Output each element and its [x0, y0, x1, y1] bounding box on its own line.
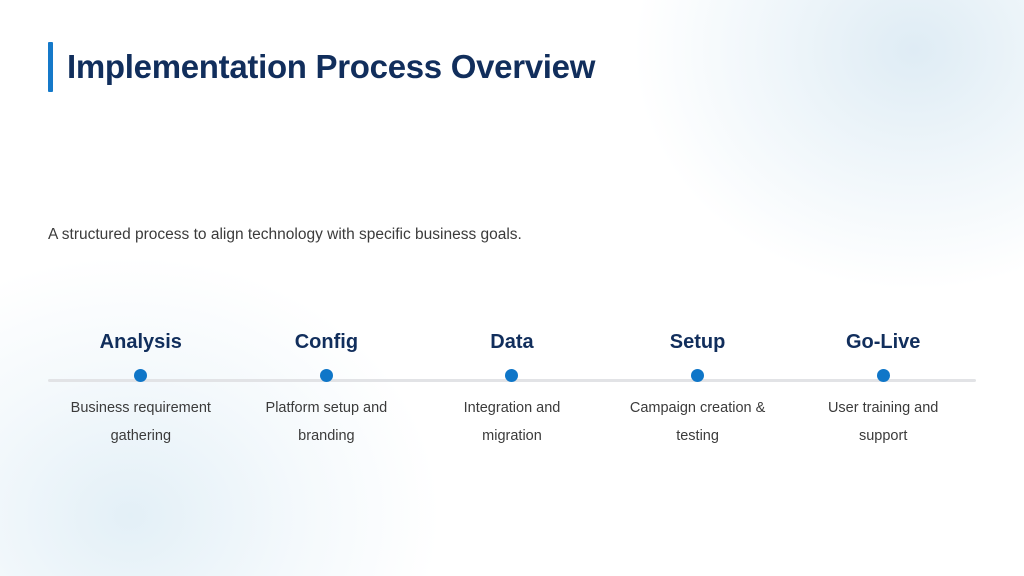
- process-timeline: Analysis Business requirement gathering …: [48, 330, 976, 460]
- step-description: Business requirement gathering: [70, 400, 211, 444]
- timeline-step[interactable]: Data Integration and migration: [419, 330, 605, 450]
- timeline-step[interactable]: Setup Campaign creation & testing: [605, 330, 791, 450]
- step-label: Go-Live: [845, 331, 921, 353]
- timeline-step[interactable]: Config Platform setup and branding: [234, 330, 420, 450]
- title-accent-bar: [48, 42, 53, 92]
- step-label: Setup: [669, 331, 726, 353]
- step-dot-icon: [505, 368, 519, 382]
- step-dot-icon: [876, 368, 890, 382]
- page-title-block: Implementation Process Overview: [48, 42, 595, 92]
- step-marker[interactable]: [134, 368, 148, 382]
- step-label: Config: [294, 331, 359, 353]
- step-marker[interactable]: [691, 368, 705, 382]
- page-title: Implementation Process Overview: [67, 48, 596, 85]
- step-dot-icon: [134, 368, 148, 382]
- step-marker[interactable]: [319, 368, 333, 382]
- step-description: Campaign creation & testing: [629, 400, 766, 444]
- step-description: Platform setup and branding: [265, 400, 388, 444]
- step-label: Analysis: [99, 331, 182, 353]
- step-dot-icon: [691, 368, 705, 382]
- timeline-step[interactable]: Go-Live User training and support: [790, 330, 976, 450]
- timeline-steps: Analysis Business requirement gathering …: [48, 330, 976, 450]
- page-subtitle: A structured process to align technology…: [48, 226, 522, 243]
- step-marker[interactable]: [876, 368, 890, 382]
- step-description: Integration and migration: [463, 400, 561, 444]
- step-dot-icon: [319, 368, 333, 382]
- step-description: User training and support: [827, 400, 939, 444]
- timeline-step[interactable]: Analysis Business requirement gathering: [48, 330, 234, 450]
- step-marker[interactable]: [505, 368, 519, 382]
- step-label: Data: [490, 331, 534, 353]
